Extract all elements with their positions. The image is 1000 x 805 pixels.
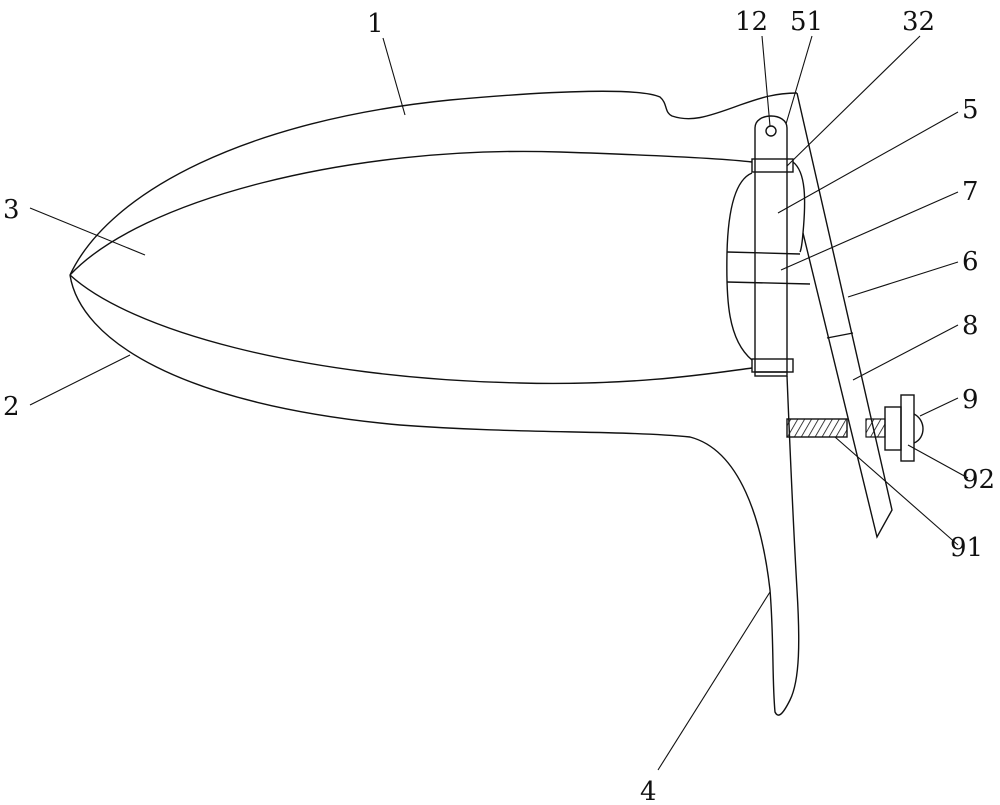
label-1: 1 [367, 9, 384, 39]
collar-base [754, 371, 788, 377]
band [726, 251, 811, 285]
knob-dome [913, 413, 924, 444]
label-8: 8 [962, 311, 979, 341]
label-5: 5 [962, 95, 979, 125]
cavity-upper-edge [69, 150, 753, 276]
label-92: 92 [962, 465, 995, 495]
label-12: 12 [735, 7, 768, 37]
housing [726, 172, 753, 361]
label-7: 7 [962, 177, 979, 207]
label-51: 51 [790, 7, 823, 37]
nut-small [884, 406, 902, 451]
screw-thread [786, 418, 848, 438]
nut-large [900, 394, 915, 462]
cavity-lower-edge [69, 274, 753, 385]
pin-hole [765, 125, 777, 137]
housing-right [792, 161, 806, 253]
label-6: 6 [962, 247, 979, 277]
label-2: 2 [3, 392, 20, 422]
top-collar [751, 158, 794, 173]
label-3: 3 [3, 195, 20, 225]
label-32: 32 [902, 7, 935, 37]
plate [796, 92, 893, 539]
plate-separator [826, 332, 854, 339]
leader-lines [29, 35, 969, 771]
label-4: 4 [640, 777, 657, 805]
lower-blade-handle-outline [69, 274, 800, 716]
pin-rod [754, 115, 788, 372]
label-91: 91 [950, 533, 983, 563]
screw-shaft [865, 418, 886, 438]
upper-blade-outline [69, 90, 798, 276]
label-9: 9 [962, 385, 979, 415]
